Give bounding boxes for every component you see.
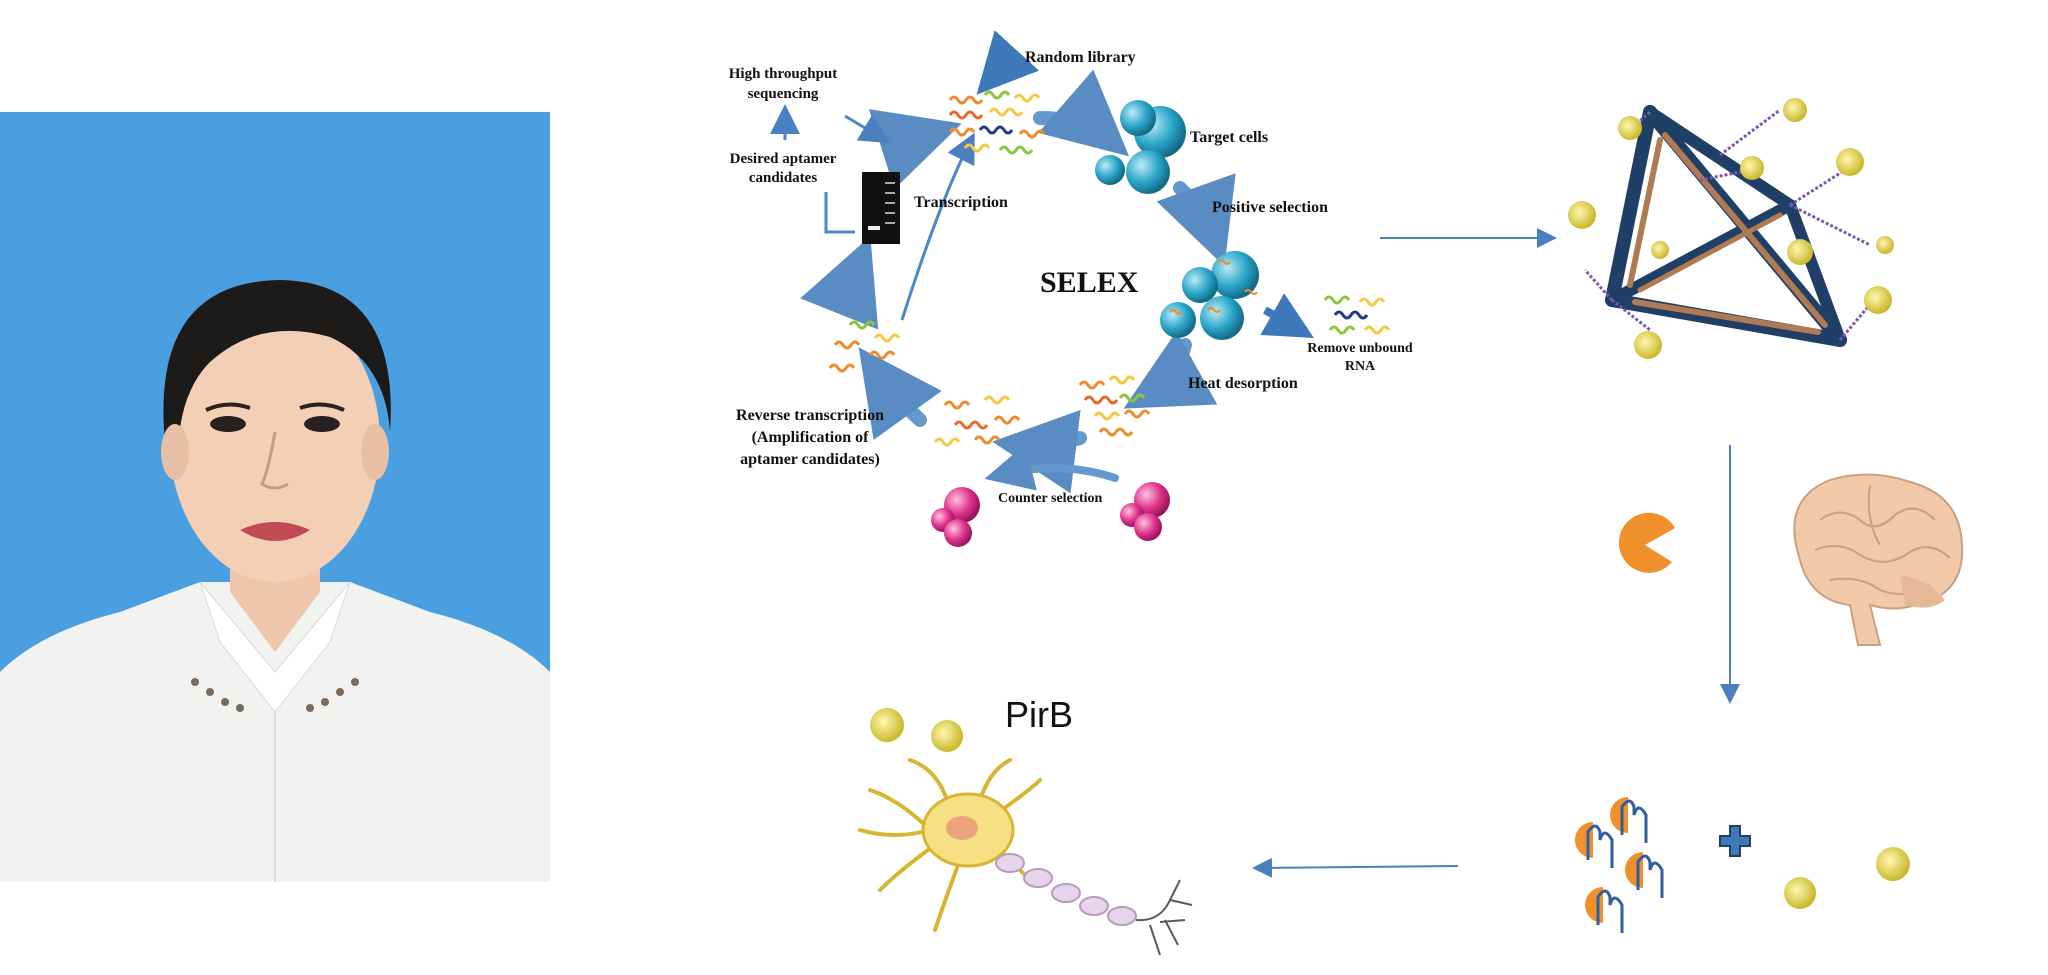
label-target-cells: Target cells <box>1190 129 1268 146</box>
target-cells <box>1095 100 1186 194</box>
label-remove-unbound-2: RNA <box>1345 359 1376 374</box>
label-remove-unbound-1: Remove unbound <box>1307 341 1413 356</box>
label-hts-2: sequencing <box>748 86 819 102</box>
label-heat-desorption: Heat desorption <box>1188 375 1298 392</box>
neuron-icon <box>858 758 1193 956</box>
label-hts-1: High throughput <box>729 66 838 82</box>
aptamer-particles <box>870 708 1910 909</box>
label-desired-2: candidates <box>749 170 818 186</box>
label-desired-1: Desired aptamer <box>730 151 837 167</box>
protein-receptor-icon <box>1575 797 1664 933</box>
dna-tetrahedron-icon <box>1568 98 1894 359</box>
arrow-to-neuron <box>1252 857 1459 878</box>
rna-amplified <box>933 395 1021 447</box>
label-positive-selection: Positive selection <box>1212 199 1328 216</box>
pacman-ligand-icon <box>1618 512 1675 573</box>
plus-icon <box>1719 825 1751 857</box>
label-counter-selection: Counter selection <box>998 491 1103 506</box>
selex-cycle-arrows <box>800 69 1236 494</box>
label-reverse-3: aptamer candidates) <box>740 451 880 468</box>
label-reverse-2: (Amplification of <box>752 429 870 446</box>
rna-heat <box>1078 375 1151 437</box>
pirb-label: PirB <box>1005 694 1073 735</box>
rna-unbound <box>1323 295 1391 335</box>
brain-icon <box>1793 473 1964 646</box>
rna-reverse <box>828 320 901 373</box>
selex-title: SELEX <box>1040 266 1139 299</box>
rna-library <box>948 90 1046 155</box>
person-photo <box>0 112 550 882</box>
gel-icon <box>862 172 900 244</box>
label-transcription: Transcription <box>914 194 1008 211</box>
label-random-library: Random library <box>1025 49 1136 66</box>
bound-cells <box>1160 251 1259 340</box>
counter-cells <box>931 482 1170 547</box>
label-reverse-1: Reverse transcription <box>736 407 884 424</box>
